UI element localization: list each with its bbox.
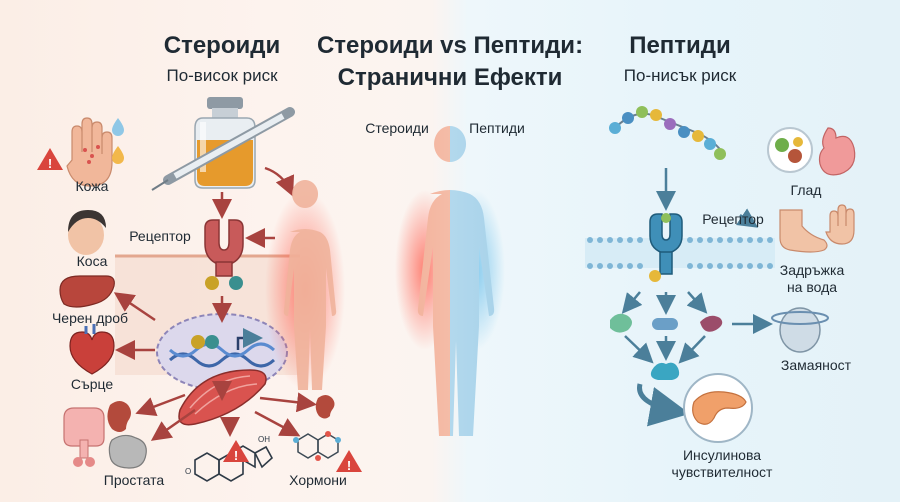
steroid-heading: Стероиди [163,32,281,59]
center-steroid-label: Стероиди [365,120,429,136]
steroid-arrows [113,166,317,441]
hormone-molecule-icon [293,431,341,461]
effect-hair: Коса [76,253,108,269]
head-hair-icon [68,210,106,255]
food-plate-icon [767,127,813,173]
svg-text:!: ! [48,156,52,171]
peptide-arrows [621,168,773,427]
effect-water-line1: Задръжка [779,262,845,278]
steroid-receptor-label: Рецептор [129,228,191,244]
peptide-risk: По-нисък риск [623,66,737,85]
reproductive-organs-icon [63,407,105,467]
title-line2: Странични Ефекти [337,64,563,91]
vial-syringe-icon [151,97,295,191]
warning-icon-2: ! [223,440,249,463]
effect-hormones: Хормони [289,472,347,488]
swollen-foot-icon [779,209,828,253]
effect-prostate: Простата [103,472,165,488]
svg-text:!: ! [347,458,351,473]
kidney-icon-left [107,401,131,432]
center-peptide-label: Пептиди [469,120,525,136]
svg-text:OH: OH [258,435,270,444]
effect-insulin-line2: чувствителност [671,464,773,480]
peptide-chain-icon [609,106,726,160]
effect-hunger: Глад [790,182,822,198]
warning-icon-3: ! [336,450,362,473]
cell-membrane-right [585,237,775,269]
prostate-icon [108,434,147,469]
title-line1: Стероиди vs Пептиди: [316,32,584,59]
peptide-receptor-label: Рецептор [702,211,764,227]
kidney-icon-right [315,395,335,419]
pancreas-icon [683,373,753,443]
effect-insulin-line1: Инсулинова [682,447,762,463]
liver-icon [59,275,115,308]
hand-rash-icon [66,117,124,187]
signaling-molecules [610,313,723,380]
effect-heart: Сърце [70,376,114,392]
central-body-figure [395,126,505,436]
dizzy-head-icon [771,307,829,353]
peptide-receptor-icon [649,213,683,282]
heart-icon [69,324,115,375]
effect-skin: Кожа [75,178,109,194]
effect-dizziness: Замаяност [780,357,852,373]
effect-water-line2: на вода [786,279,838,295]
effect-liver: Черен дроб [51,310,129,326]
steroid-risk: По-висок риск [166,66,278,85]
svg-text:O: O [185,467,191,476]
stomach-icon [818,127,856,176]
peptide-heading: Пептиди [629,32,731,59]
warning-icon: ! [37,148,63,171]
steroid-receptor-icon [204,219,244,290]
steroid-body-figure [265,180,345,390]
svg-text:!: ! [234,448,238,463]
swollen-hand-icon [825,204,855,245]
